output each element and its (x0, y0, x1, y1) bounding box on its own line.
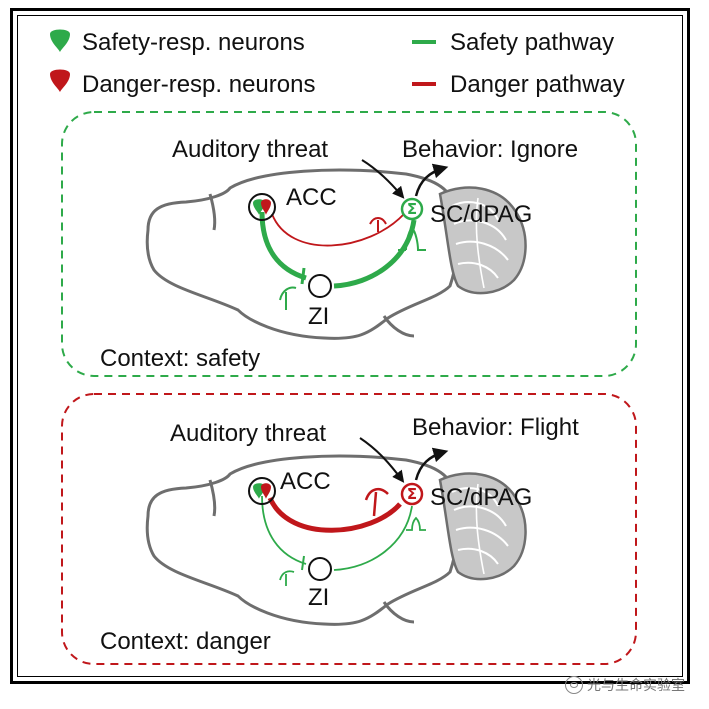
zi-synapse-bar (301, 555, 305, 571)
wechat-icon (565, 676, 583, 694)
sc-integrator-node (400, 482, 424, 506)
danger-pathway-acc-to-sc (267, 496, 402, 533)
brain-outline (145, 454, 528, 626)
context-label: Context: safety (100, 345, 260, 372)
watermark-text: 光与生命实验室 (587, 678, 685, 694)
acc-label: ACC (286, 184, 337, 211)
legend-safety-neuron-icon (50, 29, 70, 52)
figure-frame (10, 8, 690, 684)
zi-label: ZI (308, 303, 329, 330)
safety-pathway-acc-to-zi (261, 495, 307, 565)
zi-synapse-bar (300, 267, 306, 285)
sc-dpag-label: SC/dPAG (430, 201, 532, 228)
zi-label: ZI (308, 584, 329, 611)
legend: Safety-resp. neurons Danger-resp. neuron… (50, 29, 625, 98)
behavior-label: Behavior: Ignore (402, 136, 578, 163)
watermark: 光与生命实验室 (565, 675, 685, 695)
behavior-arrow (414, 163, 449, 197)
panel-danger-border (61, 393, 637, 665)
panel-danger: ACC ZI Σ SC/dPAG Auditory threat Behavio… (61, 393, 637, 665)
safety-zi-synapse-icon (279, 286, 297, 310)
legend-danger-neurons-label: Danger-resp. neurons (82, 71, 315, 98)
sc-integrator-node (400, 197, 424, 221)
acc-node (248, 193, 276, 221)
behavior-label: Behavior: Flight (412, 414, 579, 441)
figure-inner-frame (17, 15, 683, 677)
zi-node (308, 557, 332, 581)
sc-dpag-label: SC/dPAG (430, 484, 532, 511)
safety-pathway-acc-to-zi (259, 211, 307, 281)
danger-synapse-icon (369, 217, 387, 232)
integrator-sigma: Σ (407, 485, 417, 503)
stimulus-label: Auditory threat (172, 136, 328, 163)
integrator-sigma: Σ (407, 200, 417, 218)
panel-safety-border (61, 111, 637, 377)
danger-pathway-acc-to-sc (271, 213, 405, 247)
behavior-arrow (414, 447, 449, 481)
auditory-threat-arrow (359, 437, 405, 483)
legend-safety-neurons-label: Safety-resp. neurons (82, 29, 305, 56)
legend-danger-pathway-label: Danger pathway (450, 71, 625, 98)
legend-safety-pathway-label: Safety pathway (450, 29, 614, 56)
safety-pathway-zi-to-sc (333, 505, 413, 571)
legend-danger-neuron-icon (50, 69, 70, 92)
context-label: Context: danger (100, 628, 271, 655)
safety-synapse-icon (398, 226, 426, 251)
acc-label: ACC (280, 468, 331, 495)
stimulus-label: Auditory threat (170, 420, 326, 447)
zi-node (308, 274, 332, 298)
safety-pathway-zi-to-sc (333, 219, 417, 289)
panel-safety: ACC ZI Σ SC/dPAG Auditory threat Behavio… (61, 111, 637, 377)
safety-synapse-icon (406, 516, 426, 531)
auditory-threat-arrow (361, 159, 405, 199)
acc-node (248, 477, 276, 505)
safety-zi-synapse-icon (279, 570, 295, 586)
danger-synapse-icon (364, 487, 389, 517)
